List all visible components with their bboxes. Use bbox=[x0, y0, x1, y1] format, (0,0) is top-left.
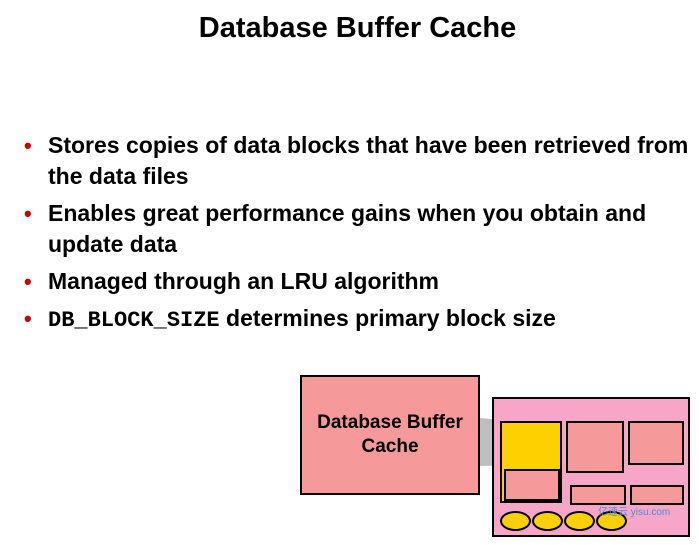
sga-diagram bbox=[492, 397, 690, 537]
buffer-cell bbox=[566, 421, 624, 473]
bullet-list: • Stores copies of data blocks that have… bbox=[22, 130, 692, 342]
pool-oval bbox=[596, 511, 627, 531]
buffer-cache-label-line1: Database Buffer bbox=[317, 412, 463, 433]
pool-oval bbox=[532, 511, 563, 531]
bullet-item: • Stores copies of data blocks that have… bbox=[22, 130, 692, 192]
slide-title: Database Buffer Cache bbox=[198, 12, 517, 44]
bullet-item: • DB_BLOCK_SIZE determines primary block… bbox=[22, 303, 692, 336]
buffer-cell bbox=[570, 485, 626, 505]
bullet-icon: • bbox=[24, 133, 32, 158]
pool-oval bbox=[500, 511, 531, 531]
bullet-text: Stores copies of data blocks that have b… bbox=[48, 132, 689, 189]
buffer-cell bbox=[630, 485, 684, 505]
watermark-logo: 亿速云 yisu.com bbox=[598, 507, 671, 518]
bullet-icon: • bbox=[24, 269, 32, 294]
bullet-icon: • bbox=[24, 306, 32, 331]
buffer-cache-box: Database Buffer Cache bbox=[300, 375, 480, 495]
bullet-text: Managed through an LRU algorithm bbox=[48, 268, 439, 294]
bullet-item: • Managed through an LRU algorithm bbox=[22, 266, 692, 297]
bullet-text: Enables great performance gains when you… bbox=[48, 200, 647, 257]
bullet-text: determines primary block size bbox=[219, 305, 556, 331]
bullet-icon: • bbox=[24, 201, 32, 226]
buffer-cache-label-line2: Cache bbox=[361, 436, 419, 457]
bullet-code: DB_BLOCK_SIZE bbox=[48, 308, 220, 333]
buffer-cell bbox=[504, 469, 560, 501]
bullet-item: • Enables great performance gains when y… bbox=[22, 198, 692, 260]
pool-oval bbox=[564, 511, 595, 531]
buffer-cell bbox=[628, 421, 684, 465]
